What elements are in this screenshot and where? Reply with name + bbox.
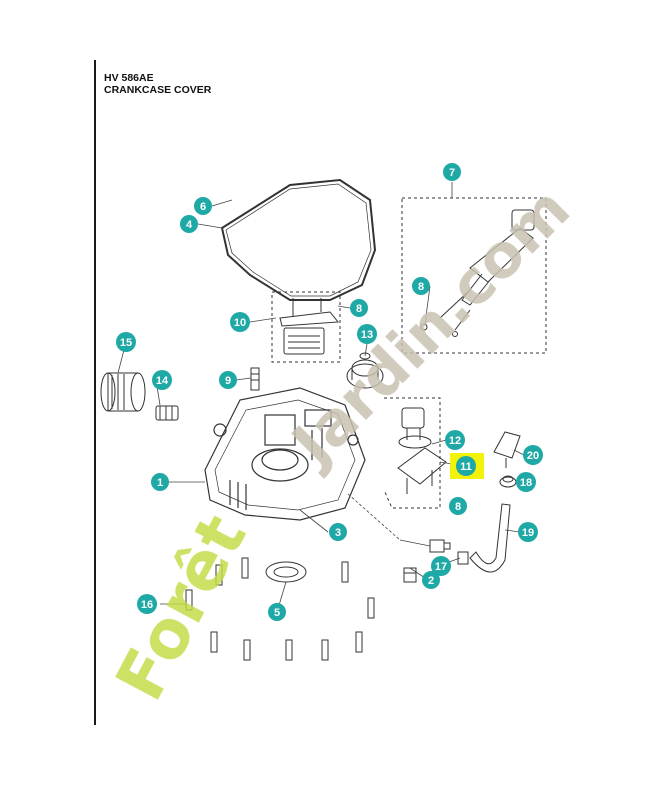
svg-text:5: 5 — [274, 607, 280, 619]
callout-18[interactable]: 18 — [516, 472, 536, 492]
callout-20[interactable]: 20 — [523, 445, 543, 465]
callout-17[interactable]: 17 — [431, 556, 451, 576]
grommet — [499, 475, 517, 488]
oil-pump-box — [383, 397, 441, 509]
callout-2[interactable]: 2 — [422, 571, 440, 589]
drain-plug-2 — [403, 567, 417, 583]
svg-text:17: 17 — [435, 561, 447, 573]
svg-text:13: 13 — [361, 329, 373, 341]
oil-filter — [100, 372, 146, 412]
callout-group: 1 2 3 4 5 6 7 8 8 8 9 10 11 12 13 14 15 … — [116, 163, 543, 621]
callout-12[interactable]: 12 — [445, 430, 465, 450]
callout-15[interactable]: 15 — [116, 332, 136, 352]
svg-text:7: 7 — [449, 167, 455, 179]
drain-hose — [469, 503, 511, 573]
header: HV 586AE CRANKCASE COVER — [104, 72, 211, 96]
page-title: CRANKCASE COVER — [104, 84, 212, 96]
svg-text:14: 14 — [156, 375, 169, 387]
model-name: HV 586AE — [104, 72, 154, 84]
svg-text:20: 20 — [527, 450, 539, 462]
svg-text:8: 8 — [356, 303, 362, 315]
governor-assembly-box — [401, 197, 547, 354]
svg-text:8: 8 — [418, 281, 424, 293]
callout-9[interactable]: 9 — [219, 371, 237, 389]
left-border-line — [94, 60, 96, 725]
svg-text:11: 11 — [460, 461, 472, 473]
svg-text:18: 18 — [520, 477, 532, 489]
crankcase-cover-body — [204, 387, 366, 521]
callout-13[interactable]: 13 — [357, 324, 377, 344]
bolt-set-16 — [185, 557, 375, 661]
bolt-9 — [250, 367, 260, 391]
callout-5[interactable]: 5 — [268, 603, 286, 621]
governor-gear — [346, 352, 384, 389]
svg-text:8: 8 — [455, 501, 461, 513]
breather-box — [271, 291, 341, 363]
oil-pump — [397, 407, 447, 494]
svg-text:10: 10 — [234, 317, 246, 329]
callout-14[interactable]: 14 — [152, 370, 172, 390]
breather-filter — [283, 327, 325, 355]
callout-16[interactable]: 16 — [137, 594, 157, 614]
oil-sensor — [493, 431, 521, 468]
callout-19[interactable]: 19 — [518, 522, 538, 542]
svg-text:9: 9 — [225, 375, 231, 387]
svg-text:12: 12 — [449, 435, 461, 447]
leader-lines — [117, 182, 526, 613]
callout-8-breather[interactable]: 8 — [350, 299, 368, 317]
governor-arm — [469, 227, 534, 283]
svg-text:4: 4 — [186, 219, 193, 231]
callout-8-pump[interactable]: 8 — [449, 497, 467, 515]
svg-text:1: 1 — [157, 477, 163, 489]
callout-6[interactable]: 6 — [194, 197, 212, 215]
callout-7[interactable]: 7 — [443, 163, 461, 181]
watermark: Forêt Jardin.com — [101, 174, 584, 712]
watermark-text-green: Forêt — [101, 503, 261, 713]
svg-text:19: 19 — [522, 527, 534, 539]
callout-1[interactable]: 1 — [151, 473, 169, 491]
gasket — [220, 178, 377, 301]
svg-text:2: 2 — [428, 575, 434, 587]
callout-8-governor[interactable]: 8 — [412, 277, 430, 295]
callout-4[interactable]: 4 — [180, 215, 198, 233]
oil-seal — [265, 561, 307, 583]
callout-3[interactable]: 3 — [329, 523, 347, 541]
svg-text:3: 3 — [335, 527, 341, 539]
svg-text:16: 16 — [141, 599, 153, 611]
svg-text:6: 6 — [200, 201, 206, 213]
oil-filter-fitting — [155, 405, 179, 421]
callout-11[interactable]: 11 — [456, 456, 476, 476]
svg-text:15: 15 — [120, 337, 132, 349]
callout-10[interactable]: 10 — [230, 312, 250, 332]
